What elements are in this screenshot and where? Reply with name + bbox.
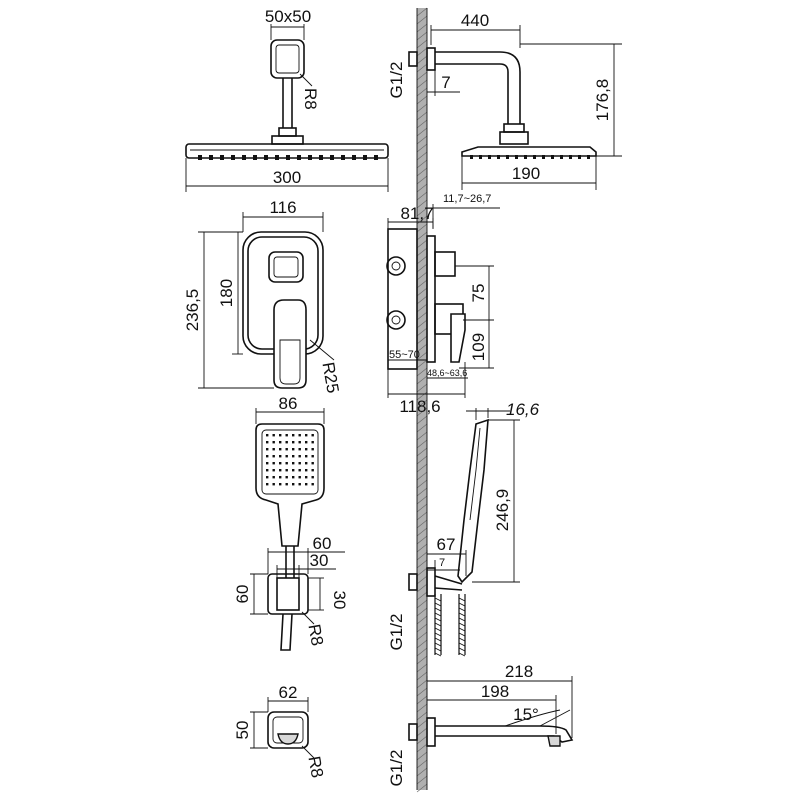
dim-hand-depth: 7 — [439, 557, 445, 569]
dim-mixer-width: 116 — [269, 198, 296, 217]
spout-front-view: 62 50 R8 — [233, 683, 327, 779]
thread-label-head: G1/2 — [387, 62, 406, 99]
dim-hand-length: 246,9 — [493, 489, 512, 532]
dim-head-width-side: 190 — [512, 164, 540, 183]
dim-cover-range: 48,6~63,6 — [427, 368, 467, 378]
dim-install-range: 55~70 — [389, 349, 420, 361]
dim-bracket-radius: R8 — [304, 623, 326, 648]
dim-trim-range: 11,7~26,7 — [443, 193, 491, 205]
dim-mixer-height-inner: 180 — [217, 279, 236, 307]
dim-bracket-inner: 30 — [310, 551, 329, 570]
dim-bracket-height-inner: 30 — [330, 591, 349, 610]
spout-side-view: 218 198 15° G1/2 — [387, 662, 574, 787]
shower-head-side-view: 440 7 G1/2 176,8 190 — [387, 11, 622, 190]
dim-head-width: 300 — [273, 168, 301, 187]
dim-spout-length-total: 218 — [505, 662, 533, 681]
dim-bracket-outer: 60 — [313, 534, 332, 553]
dim-hand-width: 86 — [279, 394, 298, 413]
dim-mixer-height-outer: 236,5 — [183, 289, 202, 332]
dim-spout-length: 198 — [481, 682, 509, 701]
dim-mixer-upper: 75 — [469, 284, 488, 303]
dim-mixer-lower: 109 — [469, 333, 488, 361]
mixer-front-view: 116 236,5 180 R25 — [183, 198, 343, 395]
dim-bracket-height: 60 — [233, 585, 252, 604]
dim-arm-radius: R8 — [301, 88, 320, 110]
dim-arm-width: 50x50 — [265, 7, 311, 26]
thread-label-spout: G1/2 — [387, 750, 406, 787]
dim-spout-height: 50 — [233, 721, 252, 740]
dim-arm-projection: 440 — [461, 11, 489, 30]
dim-mixer-radius: R25 — [318, 361, 342, 395]
shower-head-front-view: 50x50 R8 300 — [185, 7, 389, 192]
dim-spout-radius: R8 — [304, 755, 326, 780]
dim-mixer-depth: 81,7 — [400, 204, 433, 223]
mixer-side-view: 81,7 11,7~26,7 75 109 55~70 48,6~63,6 11… — [386, 193, 500, 416]
hand-shower-front-view: 86 60 30 60 30 R8 — [233, 394, 349, 651]
dim-spout-width: 62 — [279, 683, 298, 702]
dim-hand-offset: 67 — [437, 535, 456, 554]
thread-label-hand: G1/2 — [387, 614, 406, 651]
hand-shower-side-view: 16,6 246,9 67 7 G1/2 — [387, 400, 540, 657]
dim-mixer-depth-total: 118,6 — [399, 397, 440, 416]
dim-spout-angle: 15° — [513, 705, 539, 724]
dim-hand-thickness: 16,6 — [506, 400, 540, 419]
dim-flange-depth: 7 — [441, 73, 450, 92]
dim-head-height: 176,8 — [593, 79, 612, 122]
wall — [416, 7, 428, 793]
